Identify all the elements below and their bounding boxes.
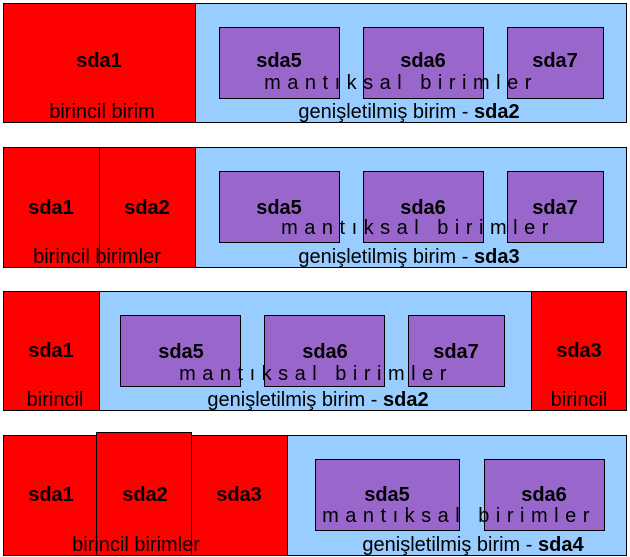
logical-partition-sda6 (484, 459, 605, 531)
primary-partition-sda1 (3, 3, 196, 123)
primary-caption: birincil (550, 389, 608, 411)
primary-caption: birincil birimler (72, 534, 200, 556)
partition-label: sda7 (433, 341, 479, 363)
primary-partition-sda3 (531, 291, 627, 411)
primary-caption: birincil birim (49, 101, 155, 123)
logical-caption: mantıksal birimler (281, 217, 555, 239)
partition-label: sda6 (521, 484, 567, 506)
extended-caption: genişletilmiş birim - sda3 (298, 246, 520, 268)
logical-partition-sda6 (363, 27, 484, 99)
primary-partition-sda1 (3, 147, 100, 268)
primary-caption: birincil birimler (33, 246, 161, 268)
primary-partition-sda3 (191, 435, 288, 556)
logical-partition-sda5 (219, 171, 340, 243)
logical-caption: mantıksal birimler (264, 72, 538, 94)
extended-caption: genişletilmiş birim - sda2 (298, 101, 520, 123)
extended-caption: genişletilmiş birim - sda4 (362, 534, 584, 556)
logical-partition-sda6 (264, 315, 385, 387)
partition-label: sda1 (76, 50, 122, 72)
partition-label: sda7 (532, 50, 578, 72)
partition-label: sda3 (556, 340, 602, 362)
logical-caption: mantıksal birimler (179, 363, 453, 385)
logical-caption: mantıksal birimler (322, 505, 596, 527)
primary-caption: birincil (26, 389, 84, 411)
partition-label: sda1 (28, 340, 74, 362)
logical-partition-sda7 (408, 315, 505, 387)
primary-partition-sda1 (3, 435, 97, 556)
logical-partition-sda7 (507, 171, 604, 243)
logical-partition-sda7 (507, 27, 604, 99)
partition-label: sda5 (158, 341, 204, 363)
partition-label: sda3 (216, 484, 262, 506)
partition-label: sda2 (124, 197, 170, 219)
primary-partition-sda2 (99, 147, 196, 268)
partition-label: sda5 (364, 484, 410, 506)
partition-label: sda1 (28, 484, 74, 506)
partition-label: sda5 (256, 50, 302, 72)
partition-label: sda6 (400, 197, 446, 219)
partition-label: sda6 (400, 50, 446, 72)
partition-label: sda6 (302, 341, 348, 363)
logical-partition-sda5 (120, 315, 241, 387)
partition-label: sda2 (122, 484, 168, 506)
partition-label: sda7 (532, 197, 578, 219)
logical-partition-sda5 (315, 459, 460, 531)
partition-label: sda1 (28, 197, 74, 219)
partition-label: sda5 (256, 197, 302, 219)
logical-partition-sda5 (219, 27, 340, 99)
logical-partition-sda6 (363, 171, 484, 243)
primary-partition-sda2 (96, 432, 192, 556)
extended-caption: genişletilmiş birim - sda2 (207, 389, 429, 411)
